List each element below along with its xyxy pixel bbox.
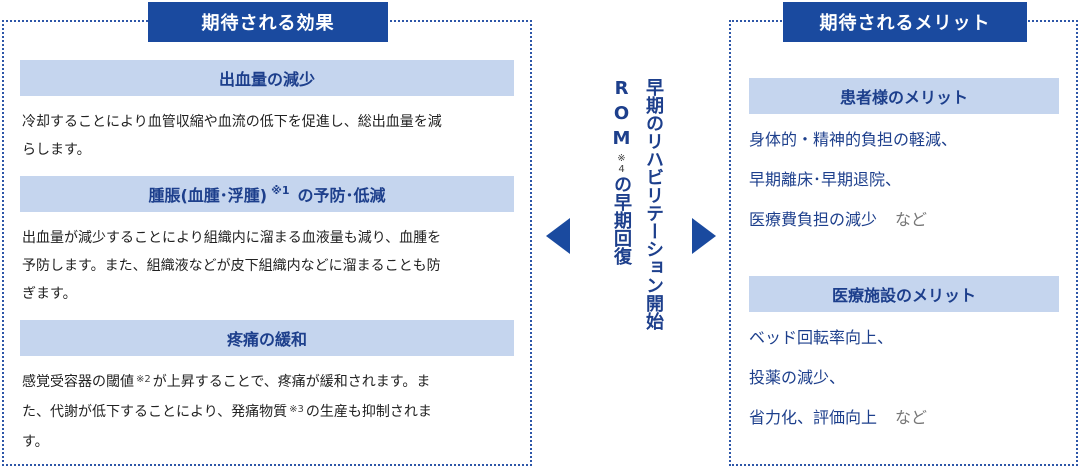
merit-item: 身体的・精神的負担の軽減、 xyxy=(749,130,958,149)
merit-item: 投薬の減少、 xyxy=(749,368,846,387)
footnote-mark: ※3 xyxy=(289,404,304,415)
right-arrow-icon xyxy=(692,218,716,254)
etc-label: など xyxy=(895,210,928,229)
merit-item: ベッド回転率向上、 xyxy=(749,328,894,347)
section-body-swelling: 出血量が減少することにより組織内に溜まる血液量も減り、血腫を 予防します。また、… xyxy=(22,224,512,308)
section-title: 疼痛の緩和 xyxy=(226,330,307,349)
body-line: らします。 xyxy=(22,142,91,158)
rom-suffix: の早期回復 xyxy=(611,175,632,265)
section-title: 腫脹(血腫･浮腫) xyxy=(148,186,268,205)
facility-merit-heading: 医療施設のメリット xyxy=(749,276,1059,312)
early-rehab-label: 早期のリハビリテーション開始 xyxy=(643,78,664,330)
expected-merits-panel: 期待されるメリット 患者様のメリット 身体的・精神的負担の軽減、 早期離床･早期… xyxy=(729,2,1078,466)
expected-effects-panel: 期待される効果 出血量の減少 冷却することにより血管収縮や血流の低下を促進し、総… xyxy=(2,2,532,466)
merit-item: 早期離床･早期退院、 xyxy=(749,170,902,189)
footnote-mark: ※1 xyxy=(271,183,290,197)
section-body-bleeding: 冷却することにより血管収縮や血流の低下を促進し、総出血量を減 らします。 xyxy=(22,108,512,164)
section-heading-bleeding: 出血量の減少 xyxy=(20,60,514,96)
facility-merit-list: ベッド回転率向上、 投薬の減少、 省力化、評価向上など xyxy=(749,328,1059,448)
left-arrow-icon xyxy=(546,218,570,254)
footnote-mark: ※2 xyxy=(136,374,151,385)
patient-merit-heading: 患者様のメリット xyxy=(749,78,1059,114)
section-heading-pain: 疼痛の緩和 xyxy=(20,320,514,356)
merit-item: 省力化、評価向上など xyxy=(749,408,928,427)
etc-label: など xyxy=(895,408,928,427)
patient-merit-list: 身体的・精神的負担の軽減、 早期離床･早期退院、 医療費負担の減少など xyxy=(749,130,1059,250)
merit-item: 医療費負担の減少など xyxy=(749,210,928,229)
section-title-suffix: の予防･低減 xyxy=(297,186,386,205)
center-vertical-text: 早期のリハビリテーション開始 ROM※4の早期回復 xyxy=(598,78,668,398)
section-title: 医療施設のメリット xyxy=(831,286,976,305)
rom-recovery-label: ROM※4の早期回復 xyxy=(606,78,636,265)
section-heading-swelling: 腫脹(血腫･浮腫) ※1 の予防･低減 xyxy=(20,176,514,212)
section-title: 出血量の減少 xyxy=(218,70,315,89)
body-line: 予防します。また、組織液などが皮下組織内などに溜まることも防 xyxy=(22,258,441,274)
body-line: す。 xyxy=(22,434,49,450)
expected-effects-tab: 期待される効果 xyxy=(148,2,388,42)
section-title: 患者様のメリット xyxy=(839,88,968,107)
body-line: 冷却することにより血管収縮や血流の低下を促進し、総出血量を減 xyxy=(22,114,442,130)
body-line: 出血量が減少することにより組織内に溜まる血液量も減り、血腫を xyxy=(22,230,442,246)
rom-text: ROM xyxy=(611,78,632,153)
footnote-mark: ※4 xyxy=(616,153,627,175)
expected-merits-tab: 期待されるメリット xyxy=(783,2,1027,42)
body-line: ぎます。 xyxy=(22,286,77,302)
